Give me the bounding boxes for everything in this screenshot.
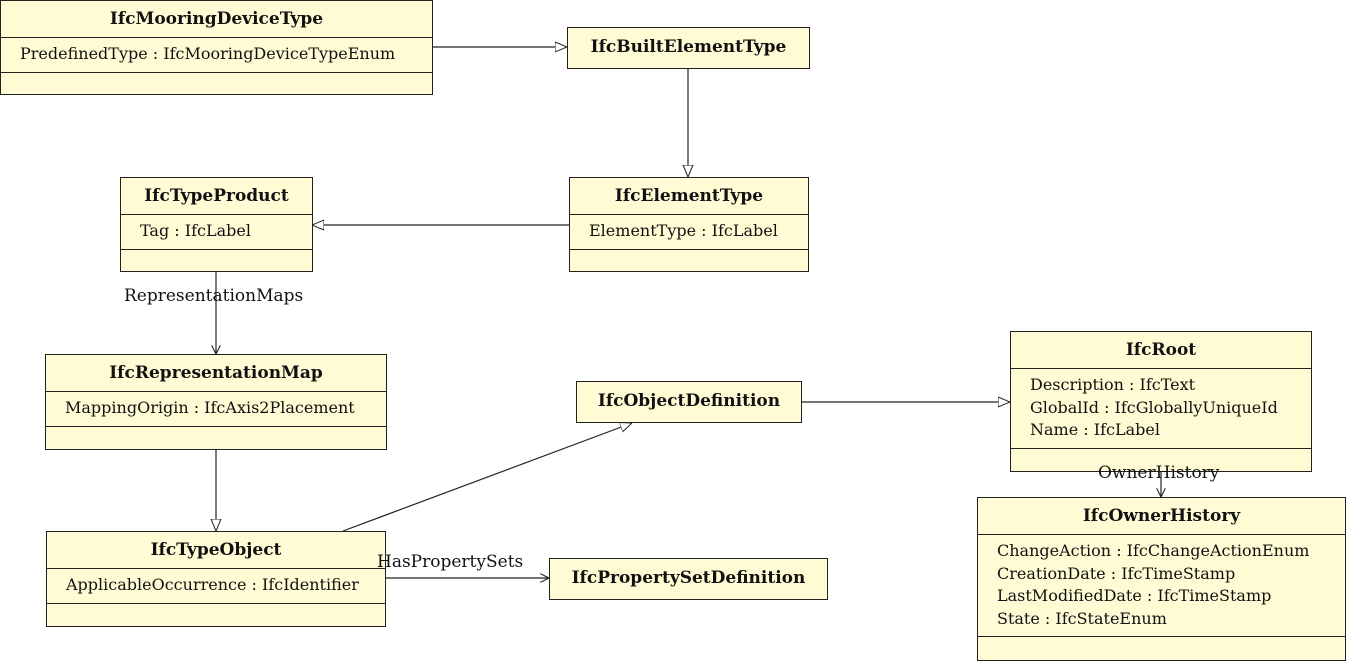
- attribute: ApplicableOccurrence : IfcIdentifier: [66, 575, 359, 594]
- class-operations: [978, 637, 1345, 653]
- attribute: ChangeAction : IfcChangeActionEnum: [997, 541, 1310, 560]
- class-ifcobjectdefinition[interactable]: IfcObjectDefinition: [576, 381, 802, 423]
- attribute: LastModifiedDate : IfcTimeStamp: [997, 586, 1272, 605]
- attribute: ElementType : IfcLabel: [589, 221, 778, 240]
- attribute: GlobalId : IfcGloballyUniqueId: [1030, 397, 1278, 417]
- edge-label-representation-maps: RepresentationMaps: [124, 286, 304, 306]
- class-name: IfcObjectDefinition: [597, 391, 781, 411]
- class-name: IfcOwnerHistory: [978, 498, 1345, 535]
- edge-label-owner-history: OwnerHistory: [1098, 463, 1220, 483]
- attribute: MappingOrigin : IfcAxis2Placement: [65, 398, 355, 417]
- attribute: State : IfcStateEnum: [997, 608, 1167, 628]
- class-attributes: PredefinedType : IfcMooringDeviceTypeEnu…: [1, 38, 432, 73]
- class-name: IfcMooringDeviceType: [1, 1, 432, 38]
- attribute: PredefinedType : IfcMooringDeviceTypeEnu…: [20, 44, 396, 63]
- class-attributes: Tag : IfcLabel: [121, 215, 312, 250]
- class-attributes: ApplicableOccurrence : IfcIdentifier: [47, 569, 385, 604]
- class-ifcpropertysetdefinition[interactable]: IfcPropertySetDefinition: [549, 558, 828, 600]
- class-name: IfcRepresentationMap: [46, 355, 386, 392]
- class-ifcbuiltelementtype[interactable]: IfcBuiltElementType: [567, 27, 810, 69]
- class-name: IfcPropertySetDefinition: [571, 568, 806, 588]
- class-attributes: ElementType : IfcLabel: [570, 215, 808, 250]
- class-attributes: Description : IfcText GlobalId : IfcGlob…: [1011, 369, 1311, 449]
- class-operations: [47, 604, 385, 620]
- class-operations: [570, 250, 808, 266]
- class-name: IfcRoot: [1011, 332, 1311, 369]
- class-ifcelementtype[interactable]: IfcElementType ElementType : IfcLabel: [569, 177, 809, 272]
- class-ifctypeobject[interactable]: IfcTypeObject ApplicableOccurrence : Ifc…: [46, 531, 386, 627]
- attribute: CreationDate : IfcTimeStamp: [997, 563, 1236, 583]
- class-operations: [121, 250, 312, 266]
- class-ifctypeproduct[interactable]: IfcTypeProduct Tag : IfcLabel: [120, 177, 313, 272]
- class-ifcrepresentationmap[interactable]: IfcRepresentationMap MappingOrigin : Ifc…: [45, 354, 387, 450]
- class-name: IfcTypeObject: [47, 532, 385, 569]
- attribute: Description : IfcText: [1030, 375, 1196, 394]
- attribute: Tag : IfcLabel: [140, 221, 251, 240]
- edge-label-has-property-sets: HasPropertySets: [377, 552, 524, 572]
- class-operations: [1, 73, 432, 89]
- class-name: IfcTypeProduct: [121, 178, 312, 215]
- class-ifcownerhistory[interactable]: IfcOwnerHistory ChangeAction : IfcChange…: [977, 497, 1346, 661]
- class-attributes: MappingOrigin : IfcAxis2Placement: [46, 392, 386, 427]
- attribute: Name : IfcLabel: [1030, 420, 1160, 439]
- edge-typeobject-to-objectdefinition: [342, 423, 632, 532]
- class-ifcmooringdevicetype[interactable]: IfcMooringDeviceType PredefinedType : If…: [0, 0, 433, 95]
- class-name: IfcBuiltElementType: [590, 37, 787, 57]
- class-name: IfcElementType: [570, 178, 808, 215]
- class-ifcroot[interactable]: IfcRoot Description : IfcText GlobalId :…: [1010, 331, 1312, 472]
- class-operations: [46, 427, 386, 443]
- class-attributes: ChangeAction : IfcChangeActionEnum Creat…: [978, 535, 1345, 637]
